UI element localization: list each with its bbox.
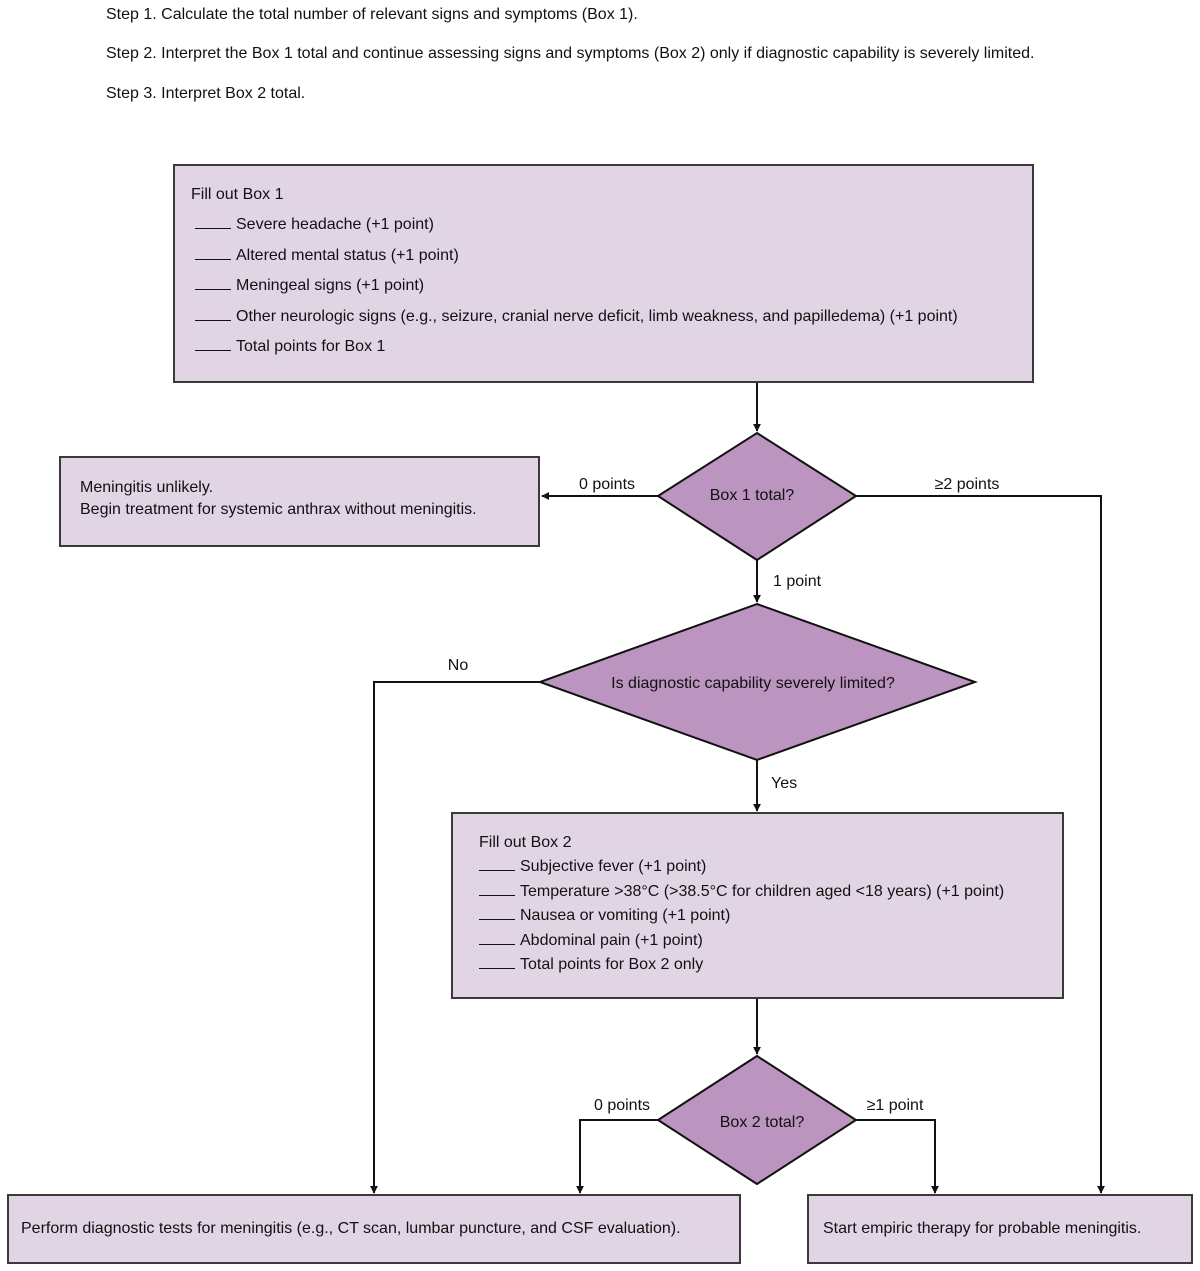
box1-item: Meningeal signs (+1 point) xyxy=(195,276,424,296)
arrow-decision1-to-empiric xyxy=(856,495,1105,1194)
box1-title: Fill out Box 1 xyxy=(191,186,284,203)
box1-item-label: Other neurologic signs (e.g., seizure, c… xyxy=(236,308,958,325)
decision2-yes-label: Yes xyxy=(771,775,797,792)
arrow-decision3-to-empiric xyxy=(856,1119,939,1194)
arrow-decision3-to-diagnostic xyxy=(576,1119,658,1194)
decision3-label: Box 2 total? xyxy=(720,1114,805,1131)
decision3-right-branch-label: ≥1 point xyxy=(867,1097,924,1114)
step-2-text: Step 2. Interpret the Box 1 total and co… xyxy=(106,45,1035,62)
decision3-left-branch-label: 0 points xyxy=(594,1097,650,1114)
box2-item-label: Temperature >38°C (>38.5°C for children … xyxy=(520,883,1005,900)
arrow-decision2-to-diagnostic xyxy=(370,681,540,1194)
box2-item: Total points for Box 2 only xyxy=(479,955,703,975)
blank-line xyxy=(195,308,231,321)
box2-item: Abdominal pain (+1 point) xyxy=(479,931,703,951)
meningitis-unlikely-box: Meningitis unlikely. Begin treatment for… xyxy=(59,456,540,547)
box1-item-label: Severe headache (+1 point) xyxy=(236,216,434,233)
box2-item-label: Subjective fever (+1 point) xyxy=(520,858,707,875)
box2-item: Subjective fever (+1 point) xyxy=(479,857,706,877)
box2: Fill out Box 2 Subjective fever (+1 poin… xyxy=(451,812,1064,999)
decision1-down-branch-label: 1 point xyxy=(773,573,822,590)
box1-item-label: Total points for Box 1 xyxy=(236,338,386,355)
decision3-diamond xyxy=(656,1054,858,1186)
blank-line xyxy=(195,277,231,290)
box2-item: Nausea or vomiting (+1 point) xyxy=(479,906,730,926)
diagnostic-tests-text: Perform diagnostic tests for meningitis … xyxy=(21,1220,681,1237)
box1-item: Total points for Box 1 xyxy=(195,337,385,357)
step-3-text: Step 3. Interpret Box 2 total. xyxy=(106,85,306,102)
box2-item-label: Nausea or vomiting (+1 point) xyxy=(520,907,731,924)
decision2-no-label: No xyxy=(448,657,469,674)
unlikely-line-1: Meningitis unlikely. xyxy=(80,479,214,496)
box1: Fill out Box 1 Severe headache (+1 point… xyxy=(173,164,1034,383)
blank-line xyxy=(195,338,231,351)
unlikely-line-2: Begin treatment for systemic anthrax wit… xyxy=(80,501,477,518)
box1-item-label: Altered mental status (+1 point) xyxy=(236,247,459,264)
decision1-diamond xyxy=(656,431,858,562)
blank-line xyxy=(479,932,515,945)
blank-line xyxy=(195,247,231,260)
blank-line xyxy=(479,858,515,871)
blank-line xyxy=(195,216,231,229)
diagnostic-tests-box: Perform diagnostic tests for meningitis … xyxy=(7,1194,741,1264)
box1-item: Other neurologic signs (e.g., seizure, c… xyxy=(195,307,958,327)
decision1-left-branch-label: 0 points xyxy=(579,476,635,493)
step-1-text: Step 1. Calculate the total number of re… xyxy=(106,6,638,23)
box1-item: Altered mental status (+1 point) xyxy=(195,246,459,266)
decision1-label: Box 1 total? xyxy=(710,487,795,504)
empiric-therapy-text: Start empiric therapy for probable menin… xyxy=(823,1220,1142,1237)
box2-item: Temperature >38°C (>38.5°C for children … xyxy=(479,882,1004,902)
box2-title: Fill out Box 2 xyxy=(479,834,572,851)
box1-item-label: Meningeal signs (+1 point) xyxy=(236,277,425,294)
empiric-therapy-box: Start empiric therapy for probable menin… xyxy=(807,1194,1193,1264)
blank-line xyxy=(479,956,515,969)
box1-item: Severe headache (+1 point) xyxy=(195,215,434,235)
blank-line xyxy=(479,907,515,920)
blank-line xyxy=(479,883,515,896)
decision2-diamond xyxy=(537,602,978,762)
box2-item-label: Total points for Box 2 only xyxy=(520,956,704,973)
decision2-label: Is diagnostic capability severely limite… xyxy=(611,675,895,692)
box2-item-label: Abdominal pain (+1 point) xyxy=(520,932,703,949)
decision1-right-branch-label: ≥2 points xyxy=(935,476,1000,493)
